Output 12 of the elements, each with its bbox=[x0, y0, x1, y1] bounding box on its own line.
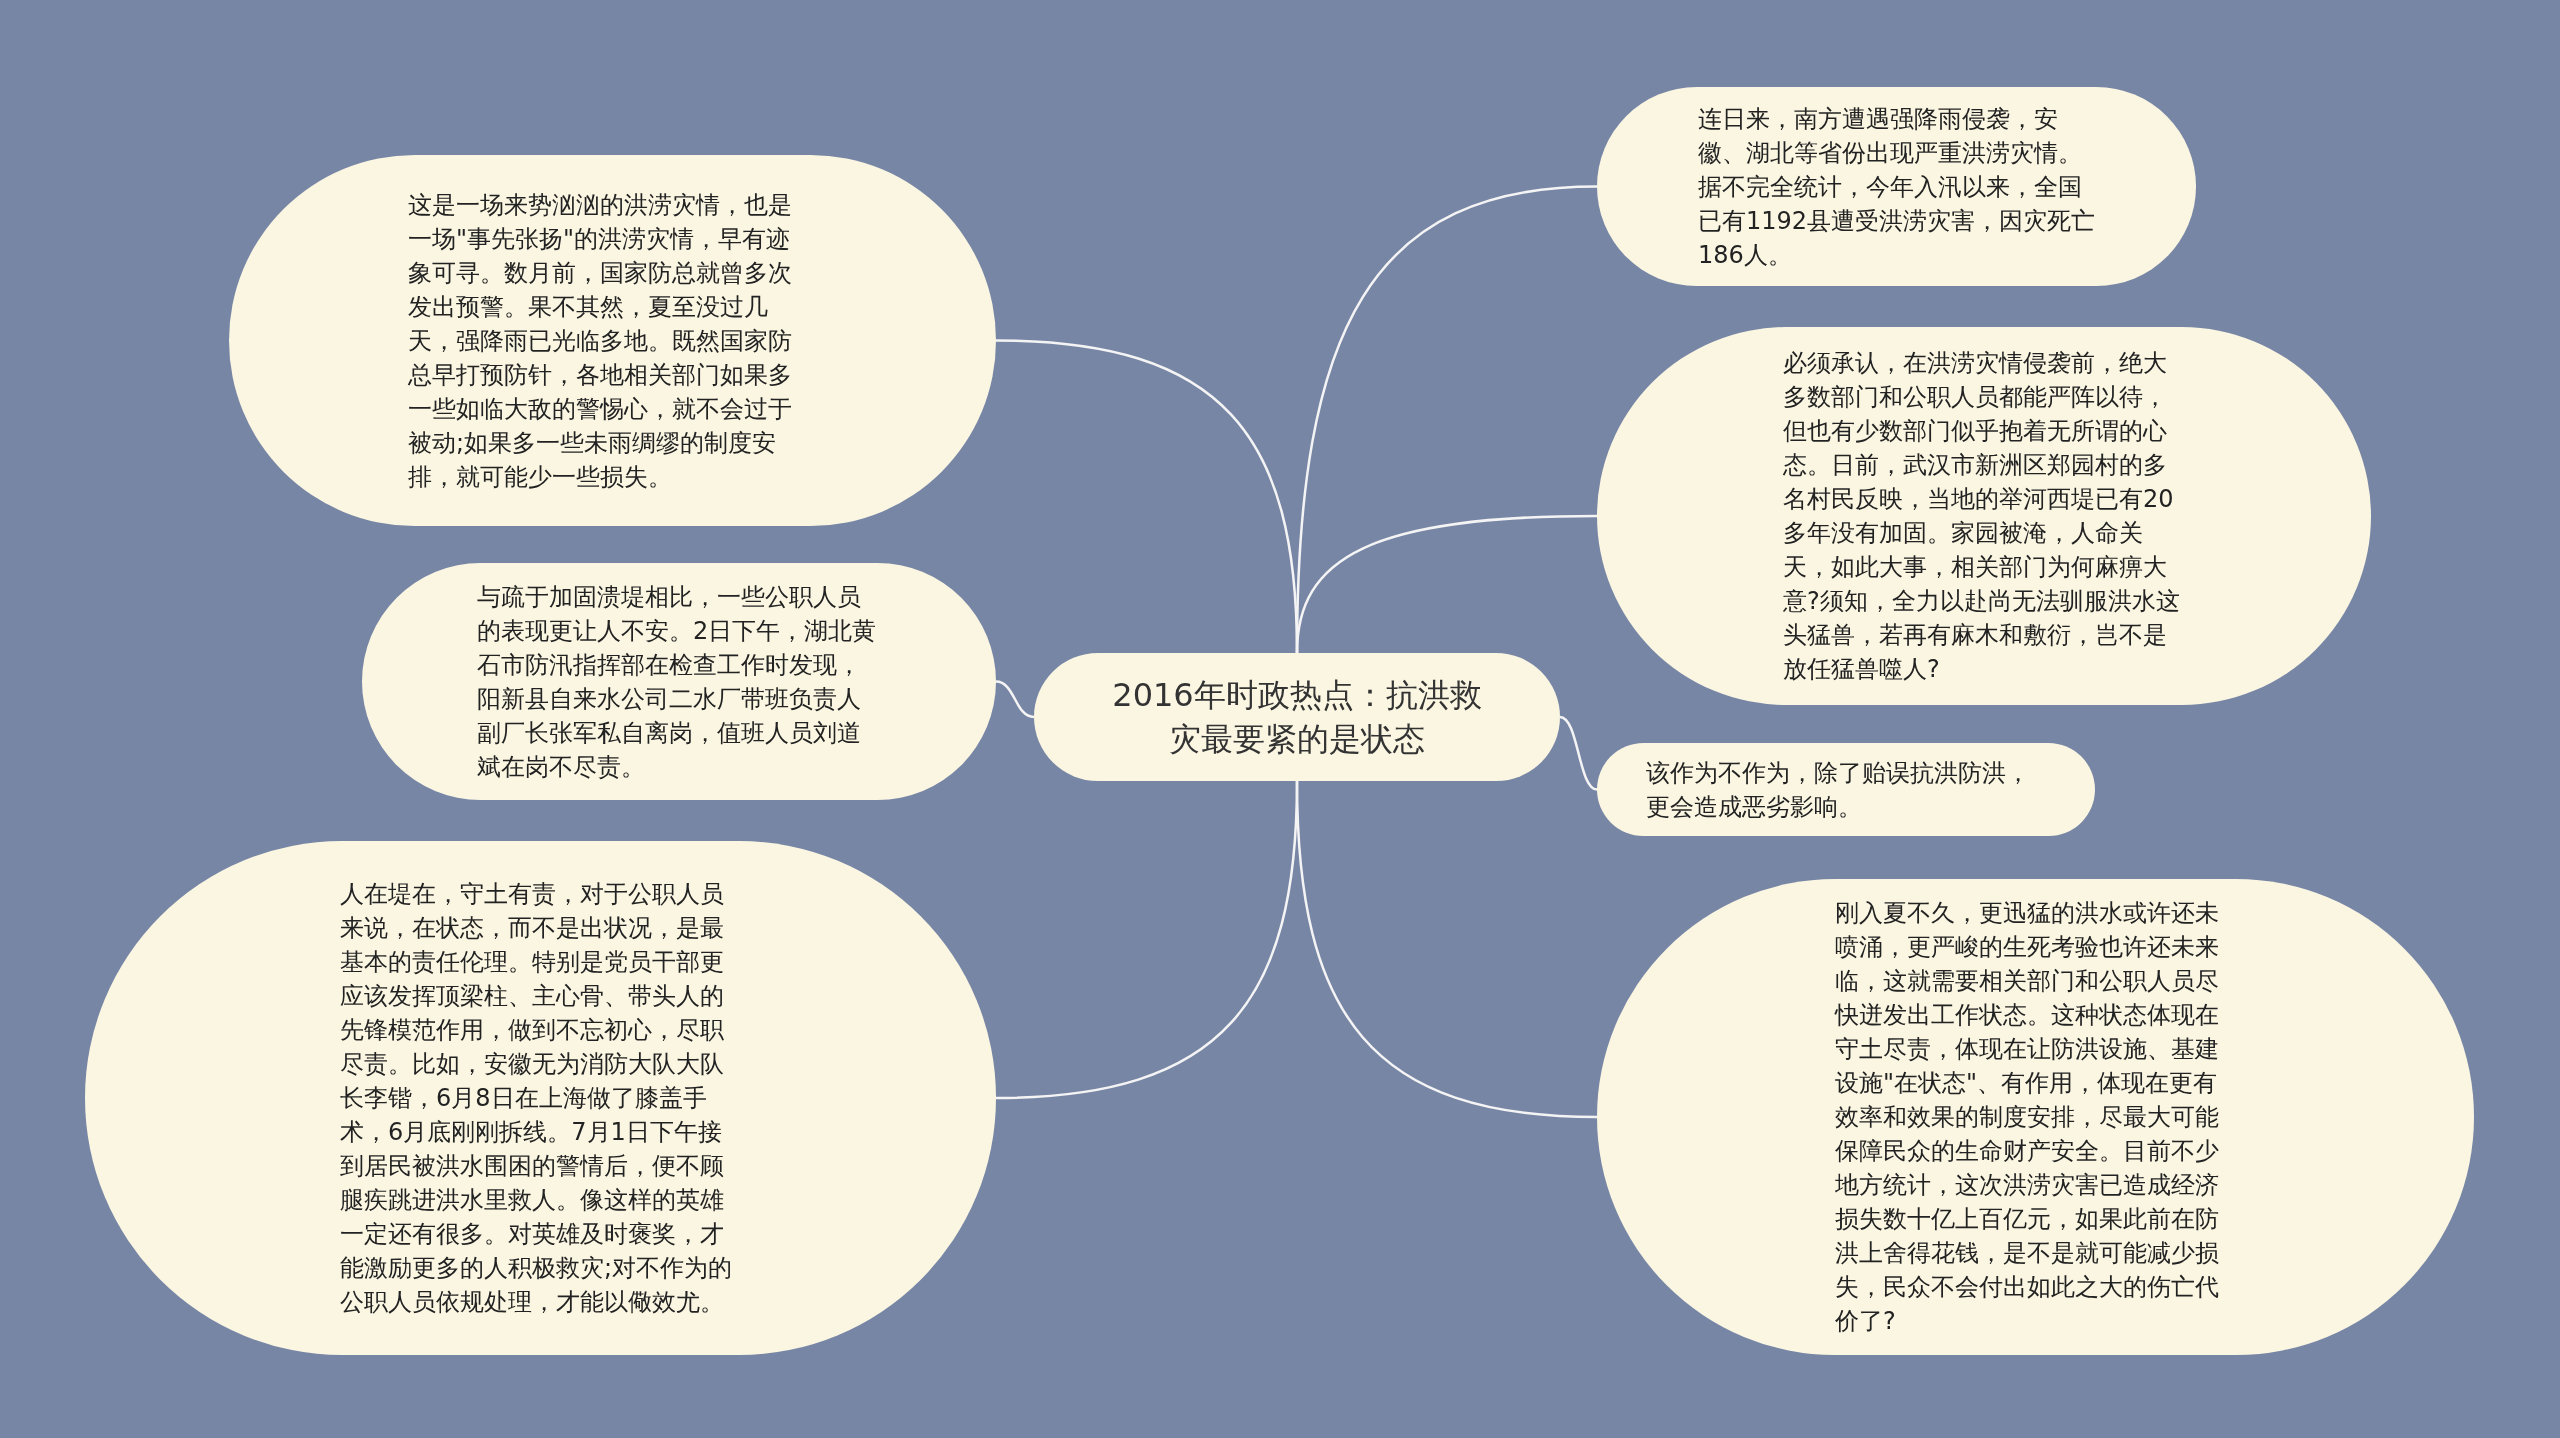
topic-bubble: 刚入夏不久，更迅猛的洪水或许还未喷涌，更严峻的生死考验也许还未来临，这就需要相关部门和公职人员尽快迸发出工作状态。这种状态体现在守土尽责，体现在让防洪设施、基建设施"在状态"、有作用，体现在更有效率和效果的制度安排，尽最大可能保障民众的生命财产安全。目前不少地方统计，这次洪涝灾害已造成经济损失数十亿上百亿元，如果此前在防洪上舍得花钱，是不是就可能减少损失，民众不会付出如此之大的伤亡代价了? bbox=[1597, 879, 2474, 1355]
connector bbox=[1295, 514, 1597, 654]
topic-bubble: 与疏于加固溃堤相比，一些公职人员的表现更让人不安。2日下午，湖北黄石市防汛指挥部在检查工作时发现，阳新县自来水公司二水厂带班负责人副厂长张军私自离岗，值班人员刘道斌在岗不尽责。 bbox=[362, 563, 996, 800]
topic-bubble: 连日来，南方遭遇强降雨侵袭，安徽、湖北等省份出现严重洪涝灾情。据不完全统计，今年入汛以来，全国已有1192县遭受洪涝灾害，因灾死亡186人。 bbox=[1597, 87, 2196, 286]
topic-bubble: 必须承认，在洪涝灾情侵袭前，绝大多数部门和公职人员都能严阵以待，但也有少数部门似乎抱着无所谓的心态。日前，武汉市新洲区郑园村的多名村民反映，当地的举河西堤已有20多年没有加固。家园被淹，人命关天，如此大事，相关部门为何麻痹大意?须知，全力以赴尚无法驯服洪水这头猛兽，若再有麻木和敷衍，岂不是放任猛兽噬人? bbox=[1597, 327, 2371, 705]
topic-bubble: 该作为不作为，除了贻误抗洪防洪，更会造成恶劣影响。 bbox=[1597, 743, 2095, 836]
connector bbox=[1559, 715, 1598, 791]
topic-bubble: 人在堤在，守土有责，对于公职人员来说，在状态，而不是出状况，是最基本的责任伦理。特别是党员干部更应该发挥顶梁柱、主心骨、带头人的先锋模范作用，做到不忘初心，尽职尽责。比如，安徽无为消防大队大队长李锴，6月8日在上海做了膝盖手术，6月底刚刚拆线。7月1日下午接到居民被洪水围困的警情后，便不顾腿疾跳进洪水里救人。像这样的英雄一定还有很多。对英雄及时褒奖，才能激励更多的人积极救灾;对不作为的公职人员依规处理，才能以儆效尤。 bbox=[85, 841, 996, 1355]
connector bbox=[995, 680, 1035, 719]
topic-bubble: 这是一场来势汹汹的洪涝灾情，也是一场"事先张扬"的洪涝灾情，早有迹象可寻。数月前，国家防总就曾多次发出预警。果不其然，夏至没过几天，强降雨已光临多地。既然国家防总早打预防针，各地相关部门如果多一些如临大敌的警惕心，就不会过于被动;如果多一些未雨绸缪的制度安排，就可能少一些损失。 bbox=[229, 155, 996, 526]
connector bbox=[1295, 780, 1598, 1119]
central-topic: 2016年时政热点：抗洪救灾最要紧的是状态 bbox=[1034, 653, 1560, 781]
